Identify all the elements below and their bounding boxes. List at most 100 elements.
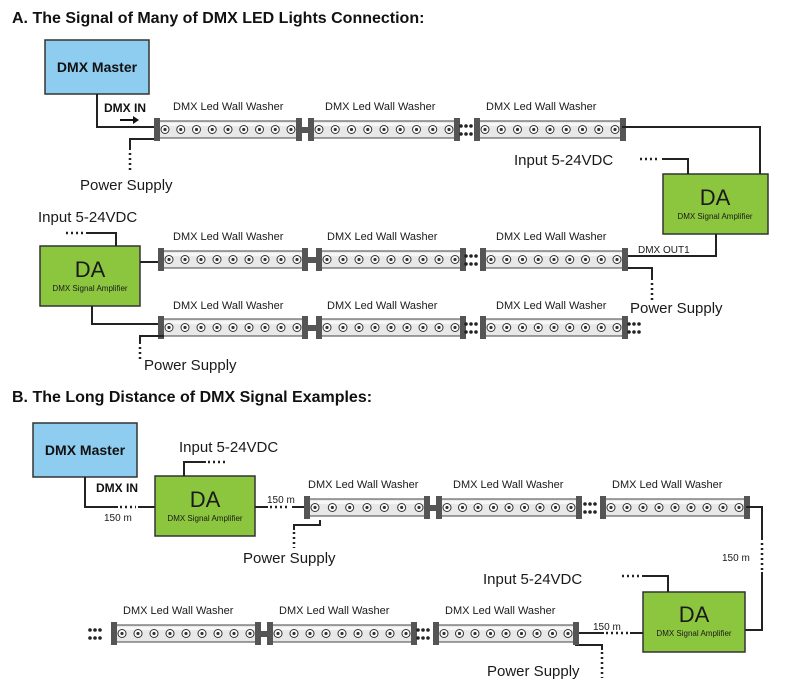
amplifier-title-a-left: DA	[75, 257, 106, 282]
input-label-b1: Input 5-24VDC	[179, 439, 278, 456]
distance-label-b1: 150 m	[104, 513, 132, 524]
led-dot	[279, 325, 283, 330]
wire-input-a-left	[86, 232, 117, 246]
led-dot	[553, 505, 558, 510]
washer-highlight	[480, 123, 620, 126]
led-dot	[437, 325, 441, 330]
washer-cap-right	[622, 248, 628, 271]
washer-label-a1-1: DMX Led Wall Washer	[173, 101, 284, 113]
input-label-b2: Input 5-24VDC	[483, 571, 582, 588]
led-dot	[325, 325, 329, 330]
dmx-out-label: DMX OUT1	[638, 245, 690, 256]
input-label-a-left: Input 5-24VDC	[38, 209, 137, 226]
amplifier-title-b2: DA	[679, 602, 710, 627]
led-dot	[538, 505, 542, 510]
washer-highlight	[164, 321, 302, 324]
wire-power-b1	[293, 520, 321, 530]
washer-cap-right	[573, 622, 579, 645]
led-dot	[292, 631, 296, 636]
wire-master-to-washer-a	[96, 94, 160, 128]
led-dot	[242, 127, 246, 132]
led-dot	[273, 127, 277, 132]
led-dot	[194, 127, 199, 132]
led-dot	[705, 505, 709, 510]
led-dot	[489, 325, 493, 330]
wire-input-b2	[642, 575, 669, 592]
led-dot	[365, 505, 369, 510]
washer-label-a1-3: DMX Led Wall Washer	[486, 101, 597, 113]
led-dot	[325, 257, 329, 262]
wire-b-right-down2	[745, 572, 763, 631]
power-supply-b2: Power Supply	[487, 663, 580, 680]
led-dot	[231, 257, 235, 262]
led-dot	[389, 325, 393, 330]
continuation-dot	[421, 636, 425, 640]
washer-highlight	[273, 627, 411, 630]
led-dot	[476, 505, 480, 510]
led-dot	[535, 631, 539, 636]
led-dot	[199, 257, 203, 262]
led-dot	[536, 325, 540, 330]
washer-cap-left	[600, 496, 606, 519]
washer-cap-right	[460, 248, 466, 271]
continuation-dot	[93, 628, 97, 632]
led-dot	[279, 257, 283, 262]
dmx-in-label-a: DMX IN	[104, 101, 146, 115]
led-dot	[483, 127, 487, 132]
led-dot	[405, 325, 409, 330]
washer-label-a2-1: DMX Led Wall Washer	[173, 231, 284, 243]
led-dot	[507, 505, 511, 510]
washer-b2-2	[267, 622, 417, 645]
led-dot	[437, 257, 441, 262]
led-dot	[317, 127, 321, 132]
led-dot	[247, 325, 251, 330]
led-dot	[421, 257, 425, 262]
continuation-dot	[88, 628, 92, 632]
led-dot	[548, 127, 552, 132]
wire-power-a1	[129, 138, 160, 150]
led-dot	[183, 257, 187, 262]
washer-a1-3	[474, 118, 626, 141]
led-dot	[460, 505, 465, 510]
washer-label-a3-2: DMX Led Wall Washer	[327, 300, 438, 312]
led-dot	[257, 127, 262, 132]
continuation-dot	[474, 330, 478, 334]
led-dot	[550, 631, 555, 636]
power-supply-b1: Power Supply	[243, 550, 336, 567]
led-dot	[583, 325, 588, 330]
led-dot	[489, 257, 493, 262]
wire-dmx-out	[624, 234, 717, 257]
led-dot	[167, 257, 171, 262]
wire-power-a3	[139, 335, 164, 344]
continuation-dot	[88, 636, 92, 640]
led-dot	[519, 631, 524, 636]
continuation-dot	[464, 132, 468, 136]
washer-cap-right	[576, 496, 582, 519]
washer-a3-3	[480, 316, 628, 339]
led-dot	[308, 631, 312, 636]
led-dot	[199, 325, 203, 330]
washer-highlight	[486, 321, 622, 324]
led-dot	[405, 257, 409, 262]
led-dot	[389, 257, 393, 262]
amplifier-subtitle-a-right: DMX Signal Amplifier	[677, 212, 752, 221]
led-dot	[215, 325, 219, 330]
amplifier-title-b1: DA	[190, 487, 221, 512]
washer-label-a3-1: DMX Led Wall Washer	[173, 300, 284, 312]
led-dot	[120, 631, 124, 636]
led-dot	[597, 127, 601, 132]
washer-highlight	[310, 501, 424, 504]
led-dot	[488, 631, 493, 636]
washer-cap-left	[154, 118, 160, 141]
led-dot	[366, 127, 370, 132]
led-dot	[215, 257, 219, 262]
continuation-dot	[593, 502, 597, 506]
amplifier-title-a-right: DA	[700, 185, 731, 210]
washer-highlight	[160, 123, 296, 126]
led-dot	[373, 257, 377, 262]
input-label-a-right: Input 5-24VDC	[514, 152, 613, 169]
led-dot	[457, 631, 462, 636]
distance-label-b4: 150 m	[593, 622, 621, 633]
